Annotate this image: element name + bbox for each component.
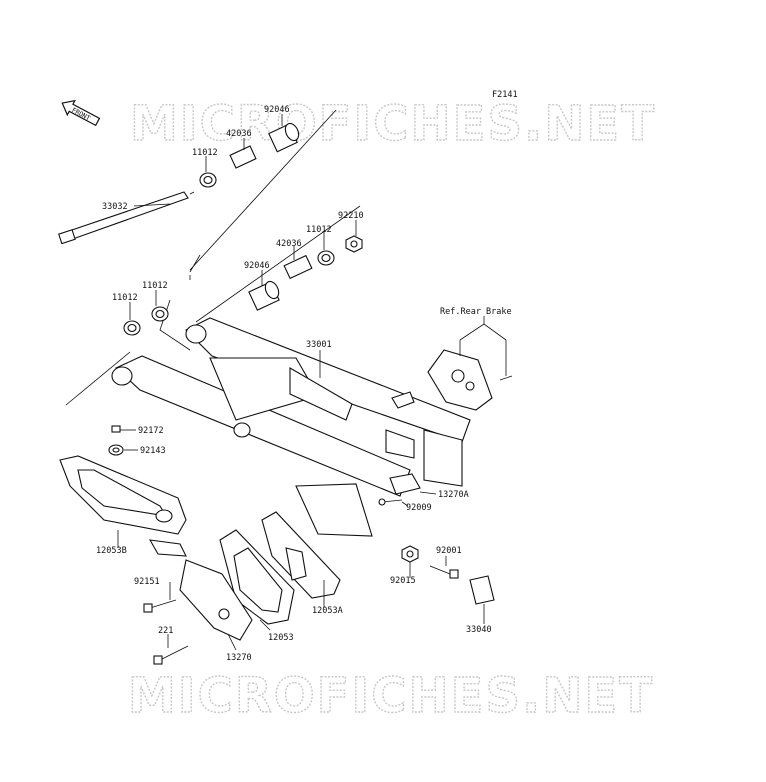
guide-line [189, 109, 337, 271]
sleeve-42036-mid [283, 254, 313, 280]
chain-slider-12053a [261, 511, 341, 599]
figure-code: F2141 [492, 90, 518, 100]
bushing-92046-top [268, 122, 300, 153]
bolt-92172 [111, 425, 121, 433]
callout-92172: 92172 [138, 426, 164, 436]
callout-12053b: 12053B [96, 546, 127, 556]
rear-brake-bracket [427, 349, 513, 411]
swingarm [111, 317, 471, 537]
callout-92009: 92009 [406, 503, 432, 513]
ref-leader [459, 323, 507, 341]
seal-11012-left-b [151, 306, 169, 322]
callout-12053a: 12053A [312, 606, 343, 616]
washer-92143 [108, 444, 124, 456]
sleeve-42036-top [229, 145, 257, 169]
nut-92210 [345, 235, 363, 253]
bolt-92001 [429, 565, 459, 579]
pivot-axle [58, 191, 195, 245]
callout-92046-mid: 92046 [244, 261, 270, 271]
callout-33032: 33032 [102, 202, 128, 212]
guide-line [189, 254, 201, 273]
bolt-92009 [378, 498, 403, 506]
callout-42036-top: 42036 [226, 129, 252, 139]
bolt-92151 [143, 599, 177, 613]
callout-33001: 33001 [306, 340, 332, 350]
callout-92210: 92210 [338, 211, 364, 221]
callout-92015: 92015 [390, 576, 416, 586]
chain-guide-12053b [59, 455, 187, 557]
guide-line [195, 205, 361, 323]
callout-13270a: 13270A [438, 490, 469, 500]
callout-ref-rear-brake: Ref.Rear Brake [440, 307, 512, 317]
seal-11012-mid [317, 250, 335, 266]
callout-11012-top: 11012 [192, 148, 218, 158]
watermark-top: MICROFICHES.NET [130, 96, 656, 152]
block-33040 [469, 575, 495, 605]
nut-92015 [401, 545, 419, 563]
callout-11012-left-a: 11012 [112, 293, 138, 303]
callout-221: 221 [158, 626, 173, 636]
leader-lines [117, 114, 485, 651]
callout-92001: 92001 [436, 546, 462, 556]
callout-42036-mid: 42036 [276, 239, 302, 249]
guide-line [65, 351, 131, 406]
guide-line [159, 299, 191, 351]
bracket-13270a [389, 473, 421, 495]
bushing-92046-mid [248, 280, 280, 311]
front-arrow-icon: FRONT [61, 99, 101, 127]
callout-92046-top: 92046 [264, 105, 290, 115]
callout-11012-left-b: 11012 [142, 281, 168, 291]
watermark-bottom: MICROFICHES.NET [128, 668, 654, 724]
callout-12053: 12053 [268, 633, 294, 643]
callout-11012-mid: 11012 [306, 225, 332, 235]
callout-33040: 33040 [466, 625, 492, 635]
bolt-221 [153, 645, 189, 665]
plate-13270 [179, 559, 253, 641]
seal-11012-left-a [123, 320, 141, 336]
callout-13270: 13270 [226, 653, 252, 663]
seal-11012-top [199, 172, 217, 188]
callout-92143: 92143 [140, 446, 166, 456]
callout-92151: 92151 [134, 577, 160, 587]
